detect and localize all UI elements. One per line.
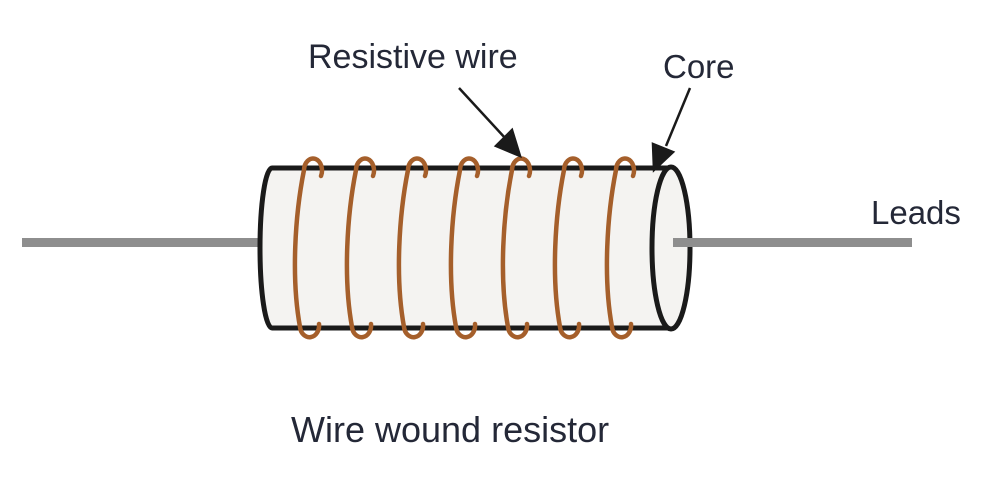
resistive-wire-arrowhead	[493, 127, 522, 159]
coil-winding	[604, 156, 637, 340]
core-label: Core	[663, 48, 735, 85]
coil-winding	[448, 156, 481, 340]
coil-windings	[292, 156, 637, 340]
coil-winding	[396, 156, 429, 340]
coil-winding	[552, 156, 585, 340]
core-outline-group	[257, 165, 674, 331]
core-body	[257, 165, 674, 331]
left-lead	[22, 238, 264, 247]
core-end-face	[649, 164, 693, 332]
resistive-wire-label: Resistive wire	[308, 38, 518, 76]
coil-winding	[500, 156, 533, 340]
core-end-group	[649, 164, 693, 332]
resistive-wire-arrow-line	[458, 87, 507, 140]
leads-label: Leads	[871, 194, 961, 231]
core-arrowhead	[651, 142, 676, 173]
coil-winding	[292, 156, 325, 340]
annotation-arrows	[458, 87, 692, 173]
diagram-title: Wire wound resistor	[291, 409, 610, 450]
core-arrow-line	[664, 87, 692, 147]
right-lead	[673, 238, 912, 247]
coil-winding	[344, 156, 377, 340]
